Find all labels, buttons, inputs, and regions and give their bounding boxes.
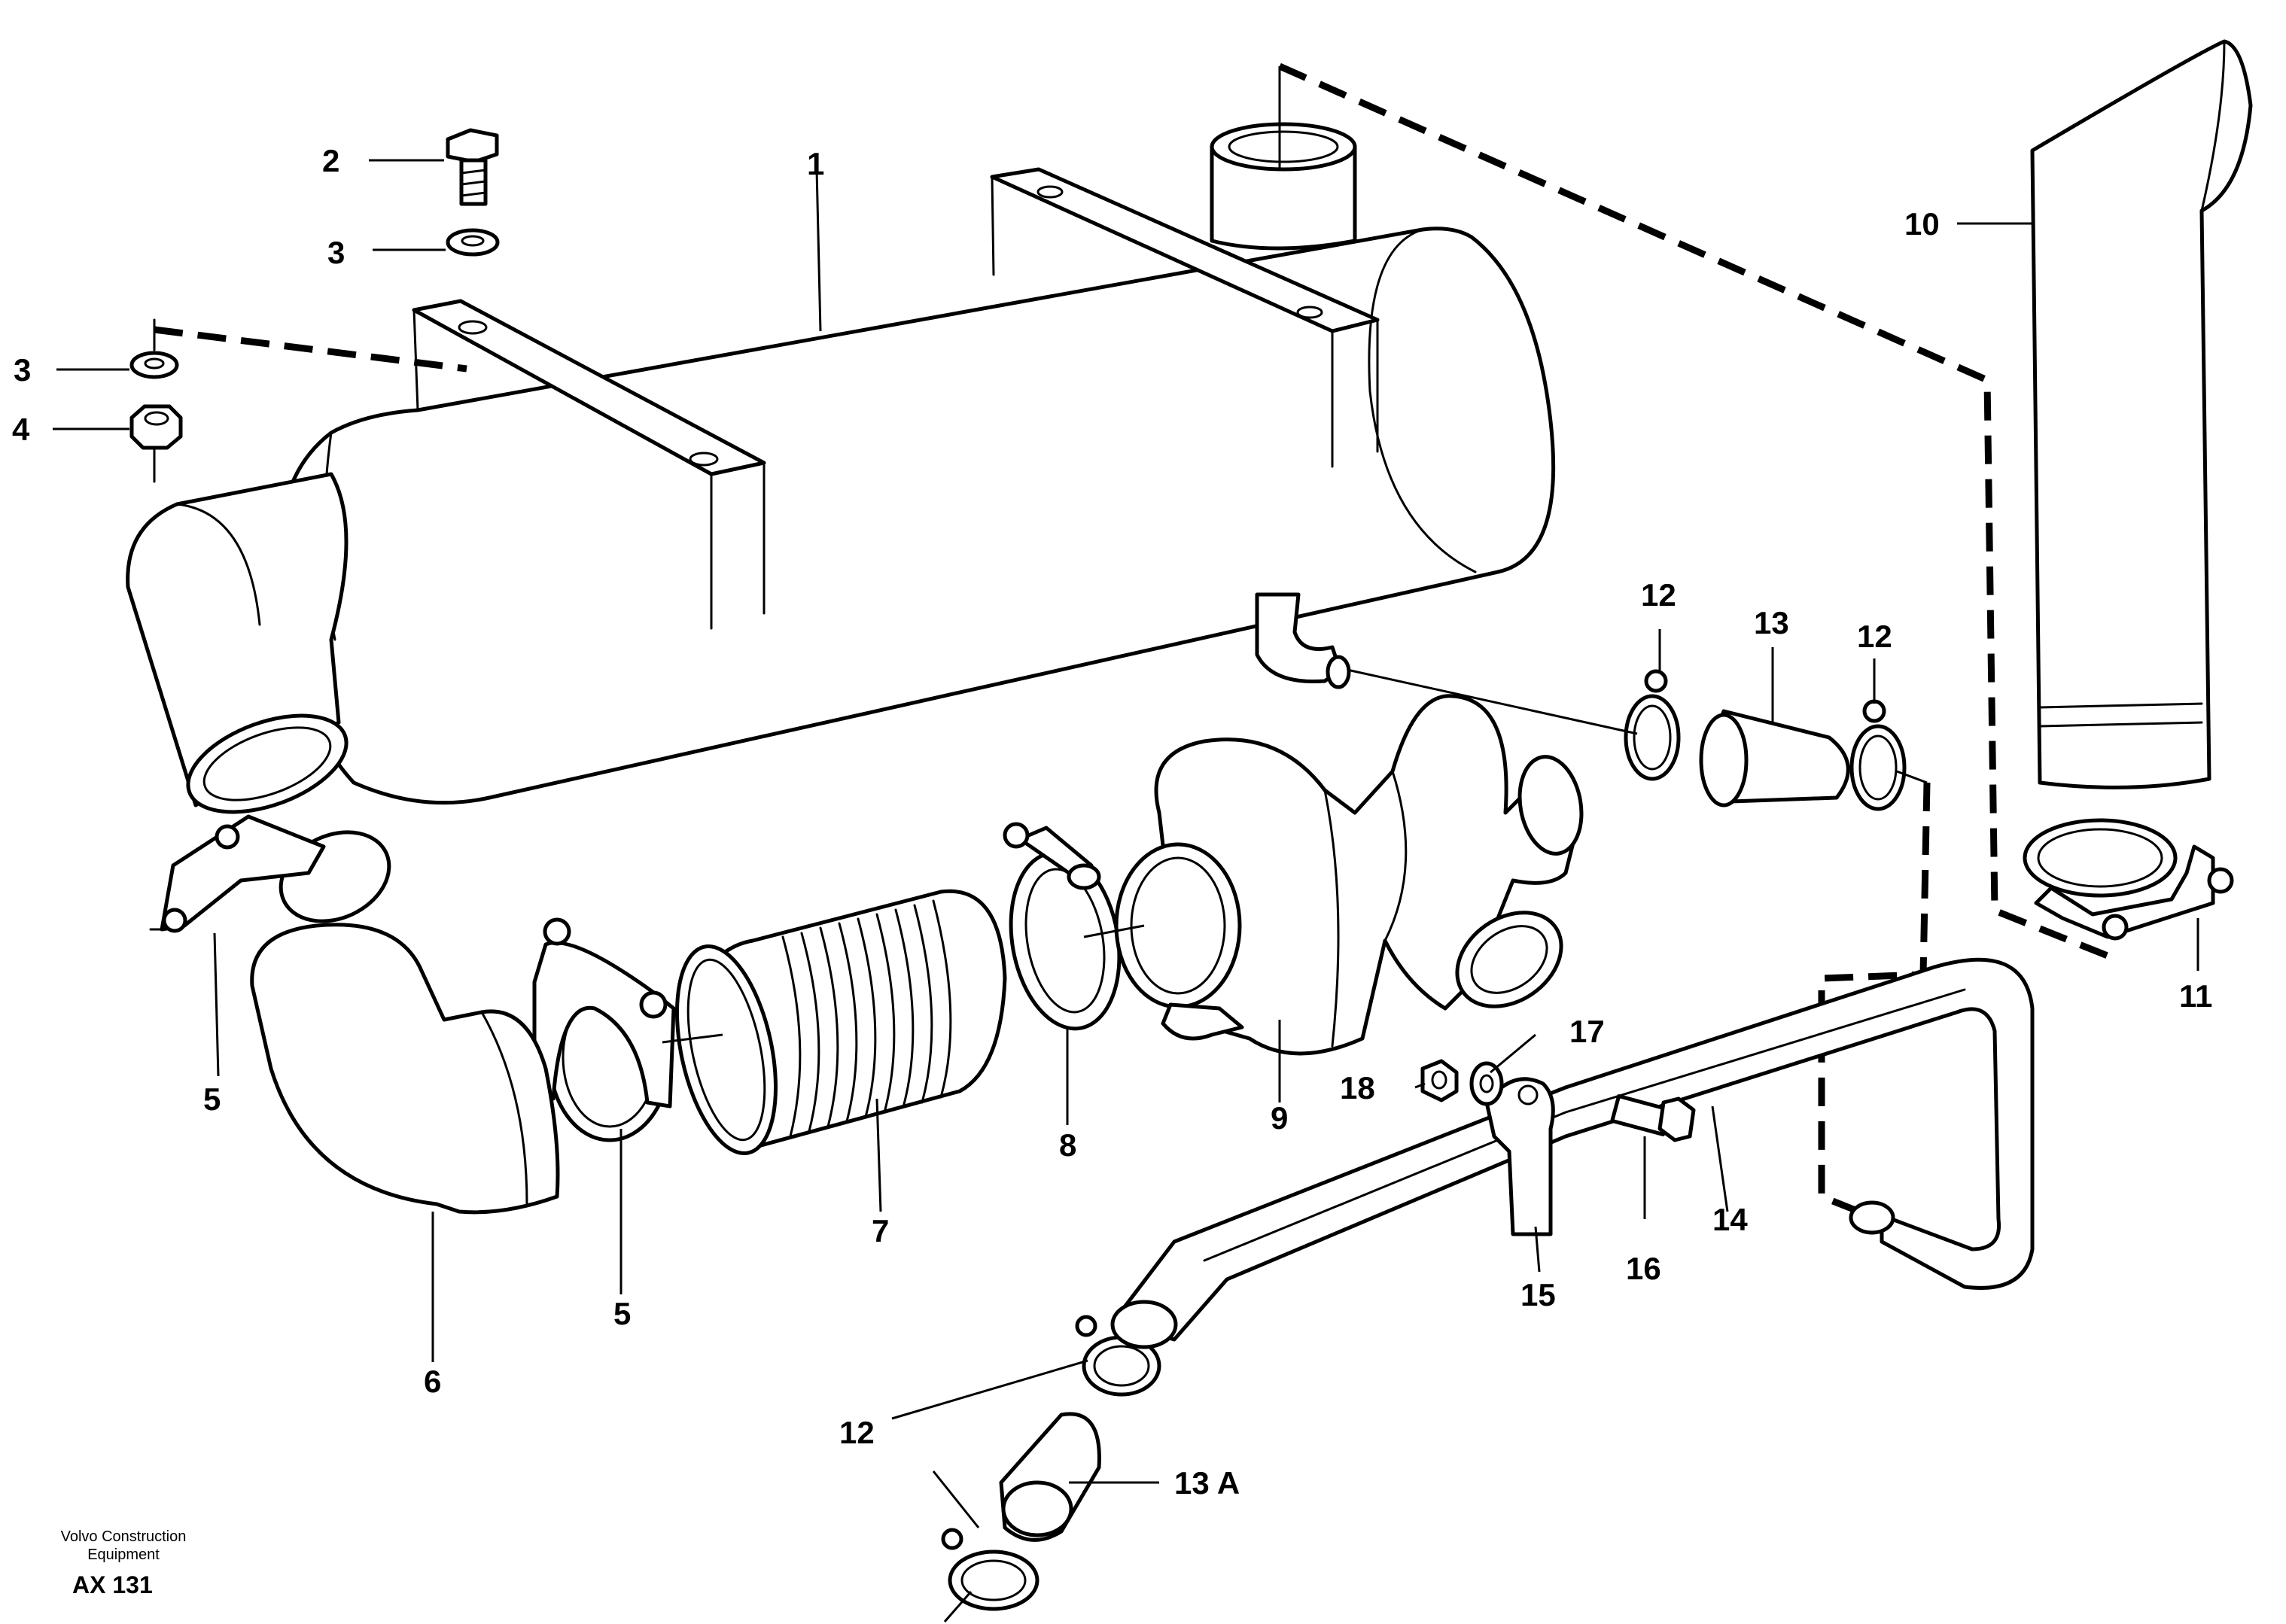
clamp-part-5-lower bbox=[532, 917, 676, 1142]
elbow-hose-part-6 bbox=[250, 923, 560, 1215]
callout-6: 6 bbox=[424, 1364, 441, 1399]
muffler-part-1 bbox=[126, 122, 1556, 814]
hose-part-13 bbox=[1699, 709, 1850, 807]
publisher-line-1: Volvo Construction bbox=[60, 1528, 187, 1545]
callout-12-upper-right: 12 bbox=[1857, 619, 1892, 654]
callout-7: 7 bbox=[872, 1213, 889, 1248]
callout-numbers: 1 2 3 3 4 5 5 6 7 8 9 10 11 12 12 12 13 … bbox=[12, 143, 2212, 1501]
clamp-part-5-upper bbox=[149, 814, 391, 933]
hose-clip-part-12-lower bbox=[941, 1528, 1040, 1611]
callout-3-left: 3 bbox=[14, 352, 31, 388]
callout-13: 13 bbox=[1754, 605, 1789, 640]
callout-5-middle: 5 bbox=[613, 1296, 631, 1331]
callout-1: 1 bbox=[807, 146, 824, 181]
bolt-part-2 bbox=[446, 128, 499, 206]
turbocharger-part-9 bbox=[1114, 694, 1584, 1056]
hose-clip-part-12-upper-left bbox=[1624, 669, 1681, 781]
washer-part-3-top bbox=[446, 228, 500, 257]
washer-part-3-left bbox=[129, 351, 179, 379]
callout-3-top: 3 bbox=[327, 235, 345, 270]
callout-15: 15 bbox=[1520, 1277, 1556, 1312]
callout-10: 10 bbox=[1904, 206, 1940, 242]
bellows-part-7 bbox=[674, 889, 1007, 1156]
figure-code: AX 131 bbox=[72, 1571, 153, 1598]
callout-8: 8 bbox=[1059, 1127, 1076, 1163]
callout-12-lower: 12 bbox=[839, 1415, 875, 1450]
v-band-clamp-part-8 bbox=[1003, 822, 1122, 1031]
callout-18: 18 bbox=[1340, 1070, 1375, 1105]
callout-5-left: 5 bbox=[203, 1081, 221, 1117]
publisher-line-2: Equipment bbox=[87, 1546, 160, 1563]
pipe-bracket-part-15 bbox=[1484, 1077, 1555, 1236]
callout-17: 17 bbox=[1569, 1014, 1605, 1049]
pipe-part-14 bbox=[1110, 957, 2035, 1349]
publisher-name: Volvo Construction Equipment bbox=[48, 1528, 199, 1564]
callout-4: 4 bbox=[12, 412, 30, 447]
hose-clip-part-12-upper-right bbox=[1849, 699, 1907, 811]
leader-lines bbox=[53, 66, 2199, 1622]
exhaust-clamp-part-11 bbox=[2023, 818, 2234, 941]
callout-13a: 13 A bbox=[1174, 1465, 1240, 1501]
hose-part-13a bbox=[999, 1412, 1101, 1542]
exhaust-stack-part-10 bbox=[2030, 39, 2253, 789]
callout-14: 14 bbox=[1712, 1202, 1748, 1237]
callout-16: 16 bbox=[1626, 1251, 1661, 1286]
assembly-dashed-lines bbox=[154, 62, 2109, 1215]
nut-part-18 bbox=[1420, 1059, 1459, 1102]
callout-9: 9 bbox=[1271, 1100, 1288, 1136]
nut-part-4 bbox=[129, 318, 183, 483]
hose-clip-part-12-middle bbox=[1075, 1315, 1161, 1397]
bolt-part-16 bbox=[1610, 1094, 1696, 1142]
washer-part-17 bbox=[1469, 1061, 1504, 1106]
callout-2: 2 bbox=[322, 143, 339, 178]
callout-12-upper-left: 12 bbox=[1641, 577, 1676, 613]
callout-11: 11 bbox=[2179, 978, 2212, 1014]
